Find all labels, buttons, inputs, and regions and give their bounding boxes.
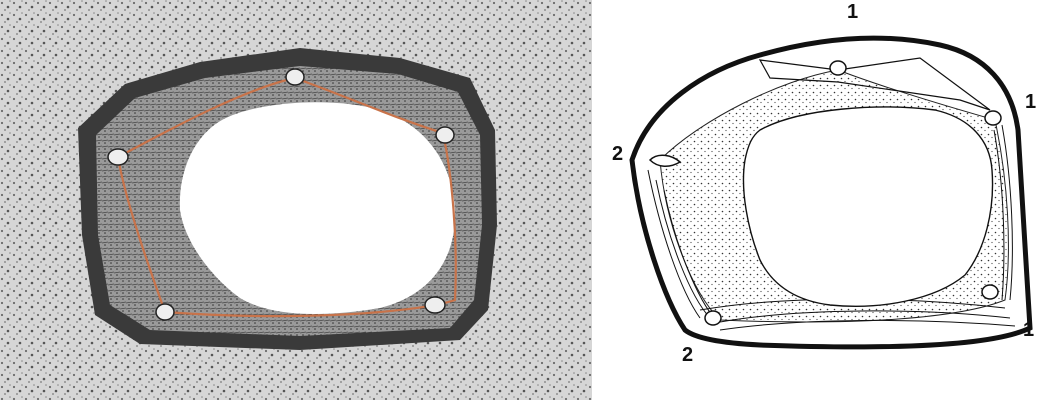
node-bottom-left bbox=[156, 304, 174, 320]
schematic-panel bbox=[632, 38, 1030, 347]
schematic-node-bottom-right bbox=[982, 285, 998, 299]
label-2-left: 2 bbox=[612, 144, 623, 164]
label-1-top: 1 bbox=[847, 2, 858, 22]
label-1-right-upper: 1 bbox=[1025, 92, 1036, 112]
node-right-lower bbox=[425, 297, 445, 313]
label-1-right-lower: 1 bbox=[1023, 320, 1034, 340]
schematic-node-bottom-left bbox=[705, 311, 721, 325]
node-left bbox=[108, 149, 128, 165]
node-right-upper bbox=[436, 127, 454, 143]
schematic-node-right-upper bbox=[985, 111, 1001, 125]
label-2-bottom: 2 bbox=[682, 345, 693, 365]
schematic-lumen bbox=[743, 107, 992, 306]
node-top bbox=[286, 69, 304, 85]
micrograph-panel bbox=[0, 0, 592, 400]
schematic-node-top bbox=[830, 61, 846, 75]
